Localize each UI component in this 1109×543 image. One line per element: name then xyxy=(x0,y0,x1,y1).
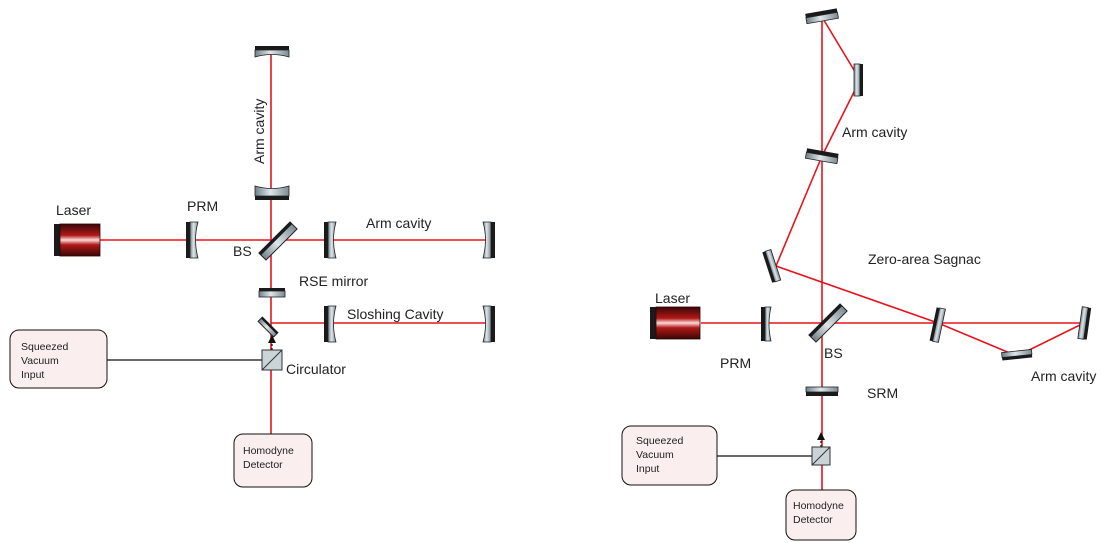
sloshing-input-mirror xyxy=(324,305,337,343)
sloshing-end-mirror xyxy=(482,305,495,343)
beam-splitter-right xyxy=(808,303,848,343)
circulator xyxy=(261,335,283,371)
squeezed-input-right-line-3: Input xyxy=(636,463,659,475)
laser-label: Laser xyxy=(56,202,91,218)
laser xyxy=(54,223,101,257)
arm-top-side-mirror xyxy=(853,63,863,97)
bs-label: BS xyxy=(233,243,252,259)
squeezed-vacuum-input-box-right: Squeezed Vacuum Input xyxy=(621,425,718,486)
homodyne-right-line-2: Detector xyxy=(793,514,833,526)
squeezed-input-line-1: Squeezed xyxy=(21,341,68,353)
homodyne-detector-box-right: Homodyne Detector xyxy=(785,489,857,541)
beam-arm-cavity-right xyxy=(937,322,1085,357)
zero-area-sagnac-label: Zero-area Sagnac xyxy=(868,251,981,267)
prm-mirror xyxy=(186,221,199,259)
right-setup: Laser PRM BS Arm cavity xyxy=(621,8,1096,541)
srm-mirror xyxy=(805,386,839,396)
rse-mirror xyxy=(258,288,286,298)
homodyne-right-line-1: Homodyne xyxy=(793,500,844,512)
arm-right-end-mirror xyxy=(1077,306,1092,340)
arm-end-mirror-top xyxy=(254,46,290,58)
left-setup: Laser PRM Arm cavity BS xyxy=(9,46,495,488)
sloshing-cavity-label: Sloshing Cavity xyxy=(347,306,444,322)
laser-label-right: Laser xyxy=(655,290,690,306)
prm-label: PRM xyxy=(187,198,218,214)
squeezed-input-right-line-2: Vacuum xyxy=(636,449,674,461)
homodyne-line-2: Detector xyxy=(243,459,283,471)
laser-right xyxy=(650,306,701,340)
arm-cavity-horizontal-label: Arm cavity xyxy=(366,215,431,231)
beam-sagnac-path xyxy=(774,155,939,324)
arm-cavity-right-label: Arm cavity xyxy=(1031,368,1096,384)
arm-top-input-mirror xyxy=(804,148,839,165)
squeezed-input-right-line-1: Squeezed xyxy=(636,435,683,447)
arm-right-input-mirror xyxy=(929,307,946,343)
sloshing-pickoff-mirror xyxy=(257,316,279,338)
prm-label-right: PRM xyxy=(720,355,751,371)
homodyne-detector-box: Homodyne Detector xyxy=(233,433,313,488)
arm-input-mirror-right xyxy=(324,221,337,259)
prm-mirror-right xyxy=(761,306,772,342)
arm-end-mirror-right xyxy=(482,221,495,259)
sagnac-steering-mirror xyxy=(762,249,782,283)
rse-mirror-label: RSE mirror xyxy=(299,273,369,289)
srm-label: SRM xyxy=(867,385,898,401)
arm-right-bottom-mirror xyxy=(1001,349,1033,361)
squeezed-input-line-2: Vacuum xyxy=(21,355,59,367)
arm-cavity-top-label: Arm cavity xyxy=(842,124,907,140)
squeezed-vacuum-input-box: Squeezed Vacuum Input xyxy=(9,329,108,389)
arm-input-mirror-top xyxy=(254,185,290,200)
circulator-label: Circulator xyxy=(286,361,346,377)
homodyne-line-1: Homodyne xyxy=(243,445,294,457)
squeezed-input-line-3: Input xyxy=(21,369,44,381)
arm-top-end-mirror xyxy=(805,8,839,25)
beam-splitter xyxy=(258,221,298,261)
bs-label-right: BS xyxy=(824,345,843,361)
circulator-right xyxy=(811,432,831,466)
arm-cavity-vertical-label: Arm cavity xyxy=(251,99,267,164)
